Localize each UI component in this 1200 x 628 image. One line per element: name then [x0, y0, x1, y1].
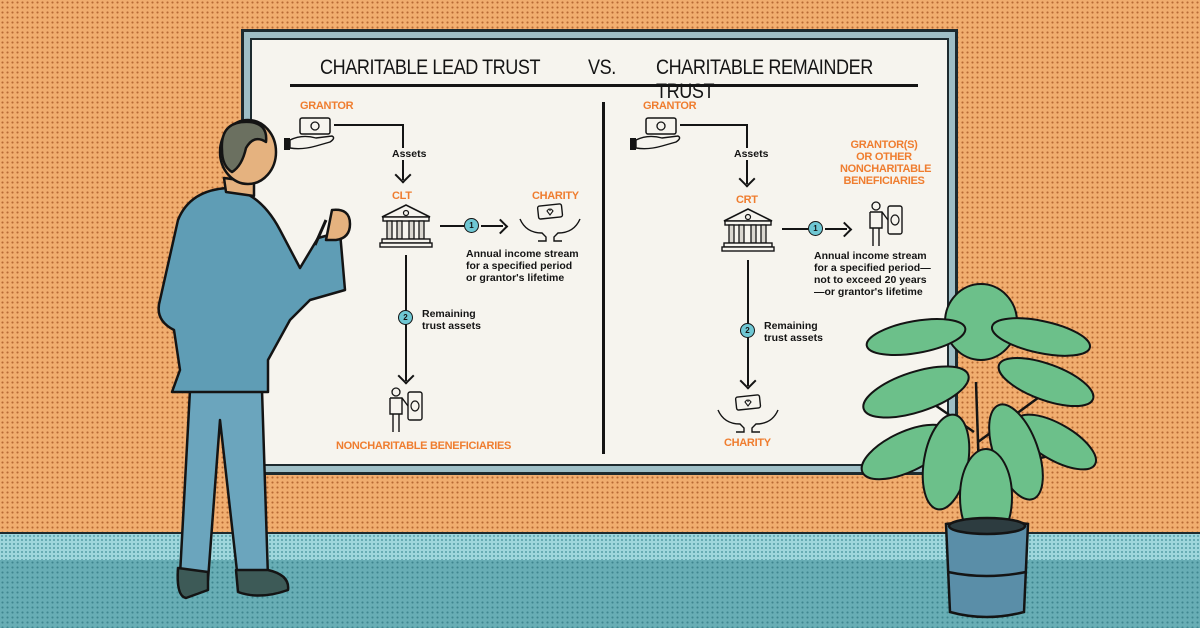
- vs-label: VS.: [588, 56, 616, 79]
- clt-assets-label: Assets: [392, 148, 427, 160]
- title-underline: [290, 84, 918, 87]
- arrow-down-icon: [739, 372, 757, 390]
- crt-charity-label: CHARITY: [724, 437, 771, 449]
- arrow-right-icon: [836, 221, 853, 238]
- crt-title: CHARITABLE REMAINDER TRUST: [656, 56, 873, 103]
- whiteboard-surface: CHARITABLE LEAD TRUST VS. CHARITABLE REM…: [250, 38, 949, 466]
- person-with-money-icon: [389, 387, 423, 432]
- step-2-badge: 2: [398, 310, 413, 325]
- potted-plant-illustration: [860, 283, 1097, 619]
- arrow-down-icon: [738, 170, 756, 188]
- clt-title: CHARITABLE LEAD TRUST: [320, 56, 541, 79]
- clt-step1-note: Annual income stream for a specified per…: [466, 248, 579, 284]
- hand-money-icon: [630, 117, 681, 150]
- clt-label: CLT: [392, 190, 412, 202]
- step-1-badge: 1: [808, 221, 823, 236]
- crt-assets-label: Assets: [734, 148, 769, 160]
- man-in-suit-illustration: [157, 118, 352, 600]
- charity-hands-icon: [717, 394, 779, 433]
- crt-label: CRT: [736, 194, 758, 206]
- arrow-right-icon: [492, 218, 509, 235]
- clt-step2-note: Remaining trust assets: [422, 308, 481, 332]
- crt-step2-note: Remaining trust assets: [764, 320, 823, 344]
- bank-building-icon: [721, 208, 775, 252]
- clt-charity-label: CHARITY: [532, 190, 579, 202]
- step-2-badge: 2: [740, 323, 755, 338]
- column-divider: [602, 102, 605, 454]
- crt-grantor-label: GRANTOR: [643, 100, 697, 112]
- clt-noncharitable-label: NONCHARITABLE BENEFICIARIES: [336, 440, 512, 452]
- crt-step1-note: Annual income stream for a specified per…: [814, 250, 931, 298]
- bank-building-icon: [379, 204, 433, 248]
- arrow-down-icon: [394, 166, 412, 184]
- arrow-down-icon: [397, 367, 415, 385]
- hand-money-icon: [284, 117, 335, 150]
- clt-grantor-label: GRANTOR: [300, 100, 354, 112]
- person-with-money-icon: [869, 201, 903, 246]
- charity-hands-icon: [519, 203, 581, 242]
- step-1-badge: 1: [464, 218, 479, 233]
- crt-noncharitable-label: GRANTOR(S) OR OTHER NONCHARITABLE BENEFI…: [840, 139, 932, 187]
